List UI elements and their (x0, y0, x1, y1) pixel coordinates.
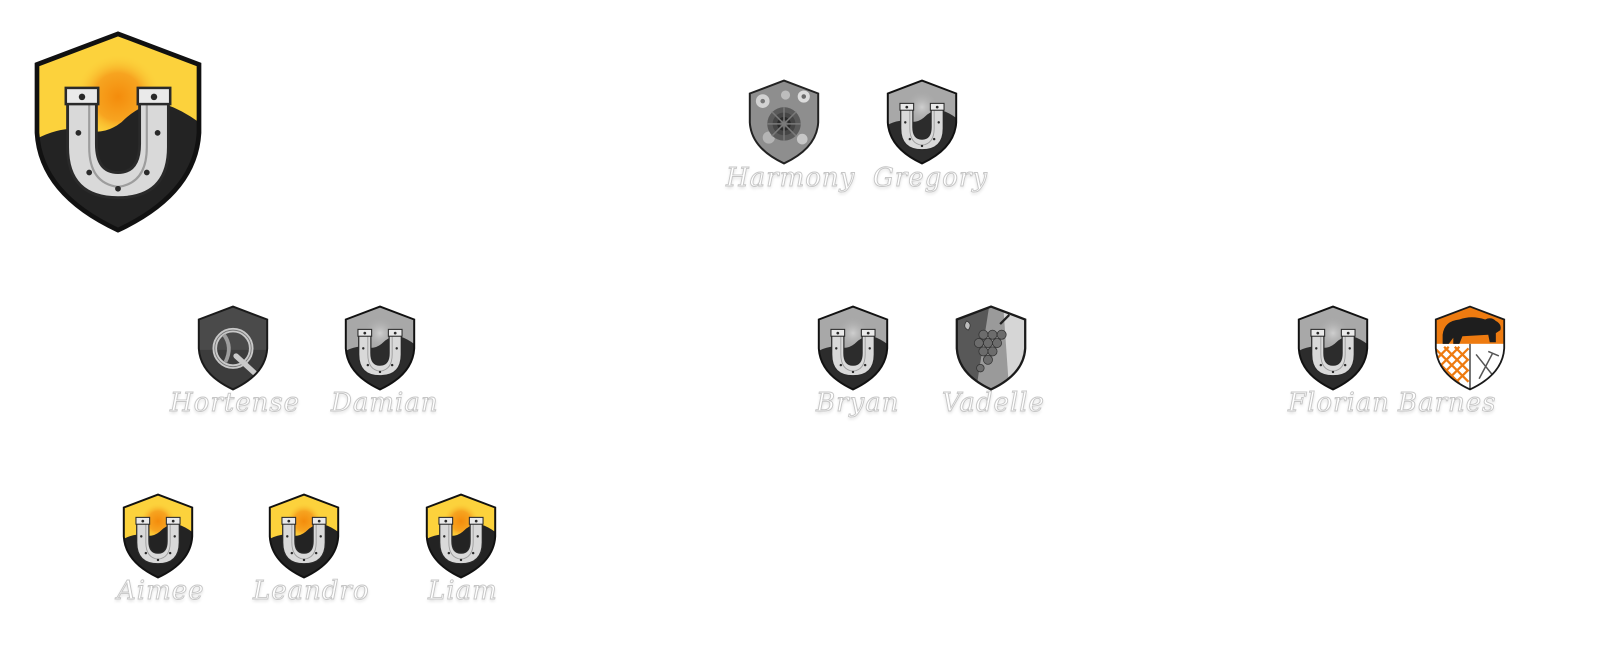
crest-name-aimee: Aimee (117, 576, 205, 607)
crest-harmony (746, 78, 822, 166)
crest-name-barnes: Barnes (1398, 388, 1497, 419)
horseshoe-crest-icon (342, 304, 418, 392)
crest-name-leandro: Leandro (253, 576, 370, 607)
q-letter-crest-icon (195, 304, 271, 392)
main-family-crest (28, 28, 208, 236)
crest-hortense (195, 304, 271, 392)
crest-damian (342, 304, 418, 392)
crest-florian (1295, 304, 1371, 392)
crest-vadelle (953, 304, 1029, 392)
crest-name-liam: Liam (428, 576, 498, 607)
crest-barnes (1432, 304, 1508, 392)
crest-name-florian: Florian (1288, 388, 1390, 419)
crest-name-damian: Damian (331, 388, 439, 419)
horseshoe-crest-icon (266, 492, 342, 580)
horseshoe-crest-icon (28, 28, 208, 236)
horseshoe-crest-icon (423, 492, 499, 580)
crest-name-harmony: Harmony (726, 163, 856, 194)
horseshoe-crest-icon (884, 78, 960, 166)
horseshoe-crest-icon (120, 492, 196, 580)
crest-name-gregory: Gregory (873, 163, 988, 194)
grapes-crest-icon (953, 304, 1029, 392)
crest-bryan (815, 304, 891, 392)
crest-name-bryan: Bryan (816, 388, 900, 419)
bear-crest-icon (1432, 304, 1508, 392)
crest-name-hortense: Hortense (170, 388, 301, 419)
horseshoe-crest-icon (815, 304, 891, 392)
crest-name-vadelle: Vadelle (942, 388, 1045, 419)
crest-liam (423, 492, 499, 580)
horseshoe-crest-icon (1295, 304, 1371, 392)
crest-aimee (120, 492, 196, 580)
flower-crest-icon (746, 78, 822, 166)
crest-gregory (884, 78, 960, 166)
crest-leandro (266, 492, 342, 580)
